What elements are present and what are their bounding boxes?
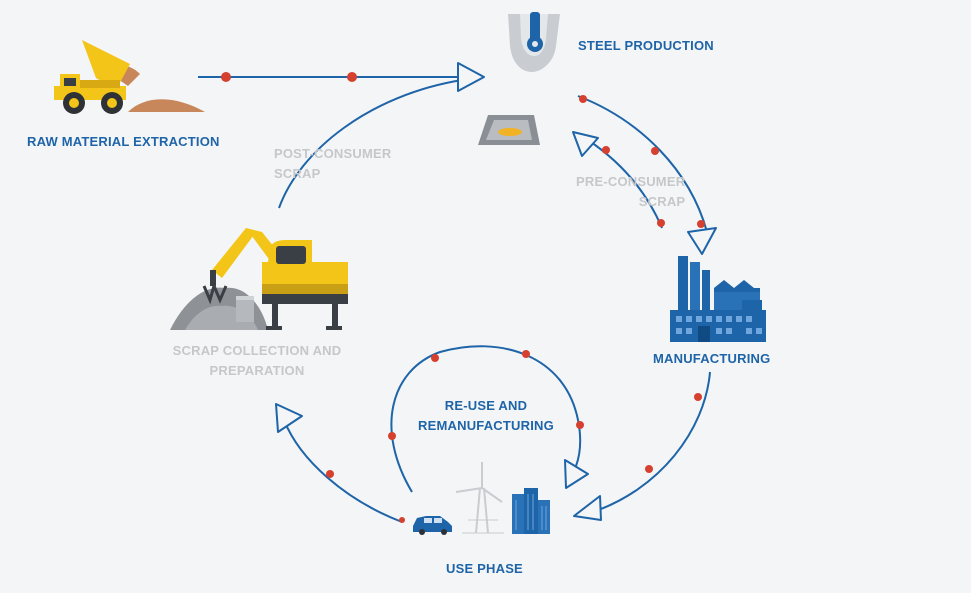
- use-phase-label: USE PHASE: [446, 561, 523, 576]
- flow-dot: [431, 354, 439, 362]
- flow-dot: [645, 465, 653, 473]
- steel-production-label: STEEL PRODUCTION: [578, 38, 714, 53]
- scrap-collection-line-1: SCRAP COLLECTION AND: [172, 343, 342, 358]
- arrow-head-manufacturing: [687, 227, 717, 255]
- flow-steel-to-manufacturing: [577, 95, 708, 233]
- flow-dot: [697, 220, 705, 228]
- flow-manufacturing-to-use: [589, 371, 711, 514]
- manufacturing-label: MANUFACTURING: [653, 351, 771, 366]
- pre-consumer-line-1: PRE-CONSUMER: [576, 174, 686, 189]
- flow-dot: [522, 350, 530, 358]
- car-icon: [413, 516, 452, 535]
- flow-dot: [326, 470, 334, 478]
- flow-post-consumer: [278, 79, 463, 209]
- reuse-line-1: RE-USE AND: [444, 398, 528, 413]
- flow-dot: [651, 147, 659, 155]
- dump-truck-icon: [54, 40, 205, 114]
- reuse-remanufacturing-label: RE-USE AND REMANUFACTURING: [405, 396, 567, 436]
- arrow-head-steel: [457, 62, 485, 92]
- flow-dot: [576, 421, 584, 429]
- flow-dot: [388, 432, 396, 440]
- factory-icon: [670, 256, 766, 342]
- buildings-icon: [512, 488, 550, 534]
- flow-dot: [399, 517, 405, 523]
- arrow-head-reuse: [564, 459, 589, 489]
- flow-dot: [602, 146, 610, 154]
- ladle-icon: [508, 12, 560, 72]
- scrap-excavator-icon: [170, 228, 348, 330]
- post-consumer-line-2: SCRAP: [274, 166, 321, 181]
- scrap-collection-label: SCRAP COLLECTION AND PREPARATION: [166, 341, 348, 381]
- scrap-collection-line-2: PREPARATION: [209, 363, 305, 378]
- reuse-line-2: REMANUFACTURING: [418, 418, 554, 433]
- pre-consumer-line-2: SCRAP: [638, 194, 686, 209]
- raw-material-label: RAW MATERIAL EXTRACTION: [27, 134, 220, 149]
- arrow-head-pre-consumer: [572, 131, 599, 157]
- post-consumer-line-1: POST-CONSUMER: [274, 146, 392, 161]
- flow-dot: [657, 219, 665, 227]
- furnace-tray-icon: [478, 115, 540, 145]
- pre-consumer-scrap-label: PRE-CONSUMER SCRAP: [576, 172, 685, 212]
- flow-pre-consumer: [587, 139, 663, 229]
- wind-turbine-icon: [455, 462, 504, 534]
- flow-dot: [694, 393, 702, 401]
- flow-reuse-loop: [390, 345, 582, 493]
- flow-dots: [221, 72, 705, 523]
- flow-dot: [579, 95, 587, 103]
- post-consumer-scrap-label: POST-CONSUMER SCRAP: [274, 144, 391, 184]
- arrow-head-use-phase: [573, 495, 602, 521]
- flow-dot: [347, 72, 357, 82]
- flow-use-to-scrap: [283, 419, 403, 523]
- arrow-heads: [275, 62, 717, 521]
- flow-lines: [198, 76, 711, 523]
- flow-dot: [221, 72, 231, 82]
- arrow-head-scrap-collection: [275, 403, 303, 433]
